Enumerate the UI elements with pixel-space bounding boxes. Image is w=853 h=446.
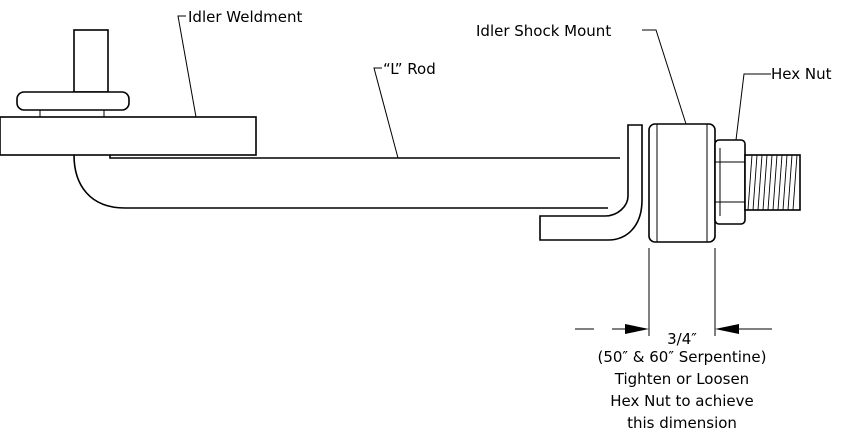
dimension-value: 3/4″ xyxy=(667,330,697,348)
thread-line xyxy=(782,154,788,211)
thread-line xyxy=(762,154,768,211)
thread-line xyxy=(787,154,793,211)
dimension-arrow-left xyxy=(625,324,649,334)
idler-weldment xyxy=(0,29,257,156)
thread-line xyxy=(757,154,763,211)
thread-line xyxy=(747,154,753,211)
thread-line xyxy=(767,154,773,211)
hex-nut-part xyxy=(714,139,746,225)
thread-line xyxy=(752,154,758,211)
l-rod xyxy=(73,154,620,209)
idler-shock-mount-part xyxy=(648,123,716,243)
leader-lines xyxy=(177,15,771,159)
label-idler-shock-mount: Idler Shock Mount xyxy=(476,22,611,40)
threaded-rod-end xyxy=(744,154,801,211)
thread-line xyxy=(772,154,778,211)
label-hex-nut: Hex Nut xyxy=(771,65,832,83)
dimension-note-line2: Tighten or Loosen xyxy=(614,370,749,388)
dimension-arrow-right xyxy=(715,324,739,334)
dimension-note-line4: this dimension xyxy=(627,414,737,432)
dimension-markup xyxy=(575,248,772,336)
bracket xyxy=(539,124,643,241)
dimension-note-line3: Hex Nut to achieve xyxy=(610,392,754,410)
thread-line xyxy=(777,154,783,211)
dimension-note-line1: (50″ & 60″ Serpentine) xyxy=(597,348,766,366)
label-l-rod: “L” Rod xyxy=(383,60,436,78)
thread-line xyxy=(792,154,798,211)
label-idler-weldment: Idler Weldment xyxy=(188,8,302,26)
